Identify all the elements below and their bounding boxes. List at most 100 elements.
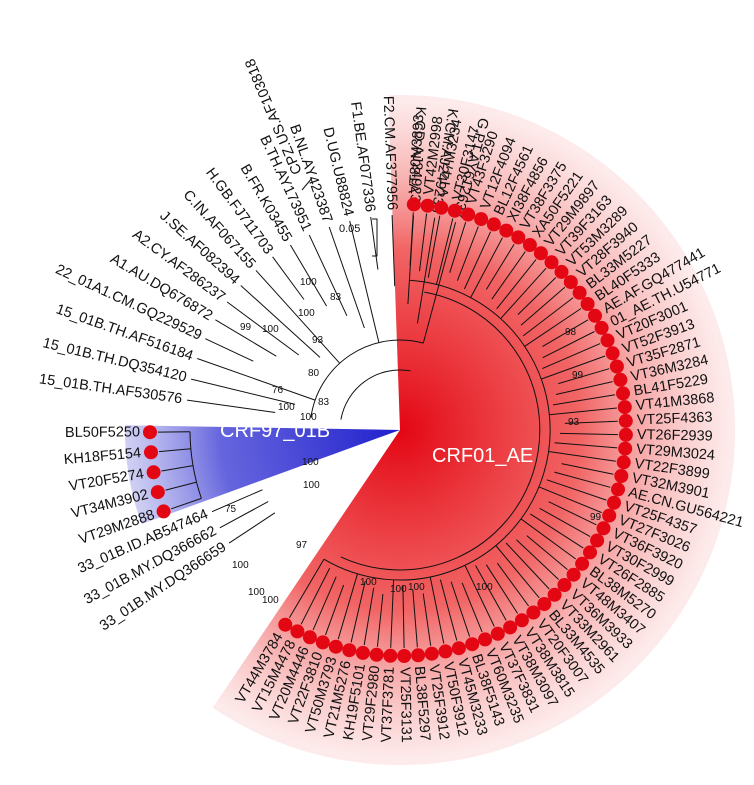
sample-dot xyxy=(600,333,615,348)
sample-dot xyxy=(150,485,165,500)
bootstrap-value: 99 xyxy=(590,512,602,523)
tip-label: VT37F3781 xyxy=(379,666,398,742)
branch xyxy=(548,451,616,462)
branch xyxy=(520,518,576,560)
tip-label: VT26F2939 xyxy=(637,427,713,445)
sample-dot xyxy=(514,613,529,628)
branch xyxy=(496,259,537,310)
sample-dot xyxy=(447,203,462,218)
sample-dot xyxy=(554,264,569,279)
sample-dot xyxy=(611,482,625,497)
bootstrap-value: 100 xyxy=(300,412,317,423)
branch xyxy=(530,513,584,549)
branch xyxy=(539,507,591,538)
branch xyxy=(552,394,616,406)
bootstrap-value: 97 xyxy=(296,540,308,551)
sample-dot xyxy=(478,632,493,647)
branch xyxy=(363,587,375,646)
reference-arc xyxy=(310,339,424,418)
sample-dot xyxy=(547,587,562,602)
sample-dot xyxy=(486,217,501,232)
sample-dot xyxy=(526,605,541,620)
branch xyxy=(402,584,405,649)
branch xyxy=(219,501,269,529)
branch xyxy=(524,308,582,347)
sample-dot xyxy=(424,646,439,661)
bootstrap-value: 100 xyxy=(360,577,377,588)
tip-label: VT29F2980 xyxy=(360,665,384,742)
sample-dot xyxy=(278,617,293,632)
branch xyxy=(522,297,574,337)
sample-dot xyxy=(618,427,633,442)
branches xyxy=(157,212,619,649)
sample-dot xyxy=(290,624,305,639)
bootstrap-value: 100 xyxy=(232,560,249,571)
branch xyxy=(211,489,263,513)
sample-dot xyxy=(618,413,633,428)
bootstrap-value: 100 xyxy=(300,277,317,288)
branch xyxy=(549,407,617,416)
branch xyxy=(561,463,614,475)
branch xyxy=(391,215,396,287)
sample-dot xyxy=(616,386,630,401)
branch xyxy=(461,582,483,633)
branch xyxy=(559,432,619,436)
sample-dot xyxy=(474,212,489,227)
branch xyxy=(517,277,557,315)
tip-label: VT80M3893 xyxy=(407,114,428,194)
branch xyxy=(485,564,519,614)
tip-label: BL50F5250 xyxy=(65,424,140,441)
sample-dot xyxy=(342,643,357,658)
branch xyxy=(190,378,296,405)
sample-dot xyxy=(583,545,597,560)
sample-dot xyxy=(302,630,317,645)
sample-dot xyxy=(557,578,572,592)
branch xyxy=(558,368,610,385)
bootstrap-value: 93 xyxy=(312,335,324,346)
branch xyxy=(255,270,341,364)
branch xyxy=(272,256,305,300)
sample-dot xyxy=(537,597,552,611)
branch xyxy=(470,237,503,298)
branch xyxy=(407,215,414,305)
sample-dot xyxy=(607,495,621,510)
reference-inner-arc xyxy=(340,369,411,420)
bootstrap-value: 83 xyxy=(330,292,342,303)
crf97-clade-label: CRF97_01B xyxy=(220,420,330,442)
sample-dot xyxy=(575,556,590,571)
sample-dot xyxy=(602,508,617,523)
sample-dot xyxy=(499,223,514,238)
branch xyxy=(376,594,384,647)
tip-label: BL38F5297 xyxy=(411,666,433,742)
branch xyxy=(349,220,380,343)
bootstrap-value: 98 xyxy=(565,327,577,338)
branch xyxy=(158,448,191,453)
bootstrap-value: 100 xyxy=(298,308,315,319)
branch xyxy=(496,562,530,607)
crf97-arc xyxy=(189,431,202,499)
sample-dot xyxy=(146,465,161,480)
bootstrap-value: 99 xyxy=(572,370,584,381)
tip-label: VT25F3131 xyxy=(397,667,414,743)
bootstrap-value: 100 xyxy=(408,582,425,593)
sample-dot xyxy=(544,255,559,270)
sample-dot xyxy=(616,455,631,470)
tip-label: F2.CM.AF377956 xyxy=(380,96,400,211)
branch xyxy=(288,558,325,619)
bootstrap-value: 100 xyxy=(476,582,493,593)
sample-dot xyxy=(613,372,628,387)
sample-dot xyxy=(144,445,158,460)
branch xyxy=(540,355,606,380)
sample-dot xyxy=(328,639,343,654)
branch xyxy=(554,471,611,488)
sample-dot xyxy=(605,346,620,361)
sample-dot xyxy=(580,297,595,311)
sample-dot xyxy=(572,285,587,300)
sample-dot xyxy=(617,400,632,415)
branch xyxy=(337,573,358,640)
branch xyxy=(215,319,277,357)
branch xyxy=(464,564,495,627)
sample-dot xyxy=(438,644,453,659)
